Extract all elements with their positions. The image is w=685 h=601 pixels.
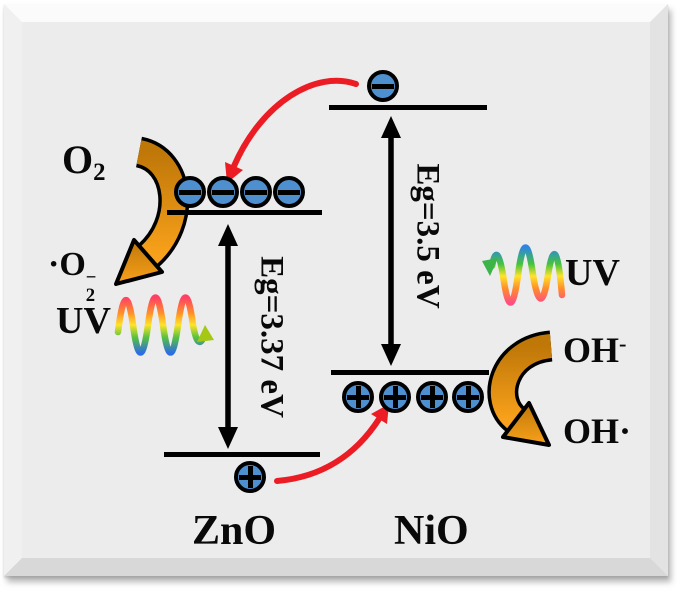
hole-icon — [416, 381, 448, 413]
o2-reduction-arrow-icon — [114, 136, 190, 286]
hole-icon — [379, 381, 411, 413]
electron-transfer-arrow-icon — [225, 77, 359, 183]
nio-bandgap-arrow-icon — [381, 116, 401, 366]
hydroxyl-radical-label: OH· — [563, 411, 632, 451]
nio-material-label: NiO — [394, 508, 469, 554]
nio-conduction-band-line — [329, 105, 487, 110]
uv-label-left: UV — [56, 300, 111, 342]
slide-frame — [4, 4, 668, 576]
nio-bandgap-label: Eg=3.5 eV — [409, 163, 446, 309]
hole-icon — [342, 381, 374, 413]
zno-valence-band-line — [164, 452, 320, 457]
superoxide-label: ·O−2 — [48, 246, 97, 306]
nio-valence-band-line — [331, 370, 489, 375]
zno-material-label: ZnO — [192, 508, 277, 554]
zno-bandgap-label: Eg=3.37 eV — [253, 256, 290, 418]
hole-icon — [452, 381, 484, 413]
hydroxide-label: OH- — [563, 330, 627, 370]
electron-icon — [174, 176, 206, 208]
electron-icon — [273, 176, 305, 208]
zno-conduction-band-line — [167, 210, 322, 215]
hole-icon — [234, 461, 266, 493]
electron-icon — [367, 70, 399, 102]
zno-bandgap-arrow-icon — [218, 224, 238, 449]
uv-label-right: UV — [565, 252, 620, 294]
o2-label: O2 — [62, 137, 106, 186]
uv-wave-left-icon — [114, 294, 214, 356]
oh-oxidation-arrow-icon — [487, 330, 554, 447]
uv-wave-right-icon — [482, 244, 566, 306]
electron-icon — [240, 176, 272, 208]
electron-icon — [207, 176, 239, 208]
hole-transfer-arrow-icon — [274, 404, 389, 484]
